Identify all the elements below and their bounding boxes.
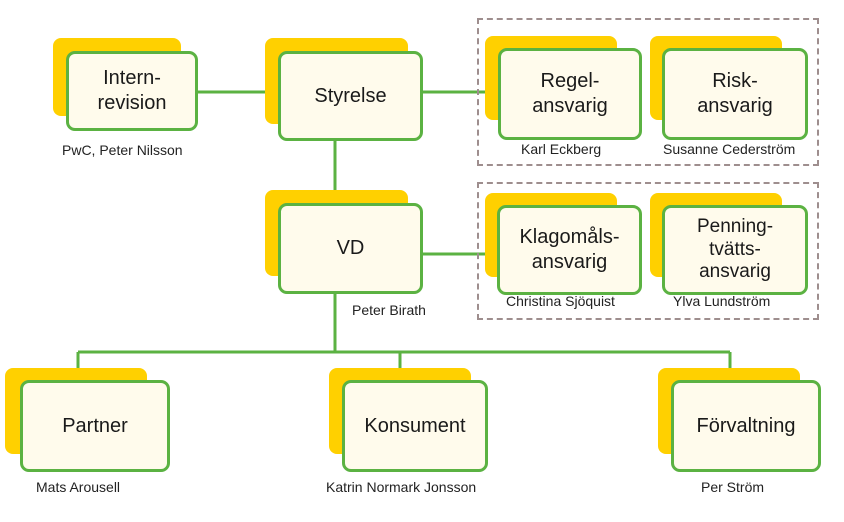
node-klagomalsansvarig-person: Christina Sjöquist <box>506 293 615 309</box>
node-riskansvarig-label: Risk- ansvarig <box>697 70 773 117</box>
node-styrelse-label: Styrelse <box>314 84 387 107</box>
node-regelansvarig-person: Karl Eckberg <box>521 141 602 157</box>
node-internrevision-label: Intern- revision <box>97 67 167 114</box>
node-internrevision-person: PwC, Peter Nilsson <box>62 142 183 158</box>
node-vd-label: VD <box>336 237 365 259</box>
node-klagomalsansvarig-label: Klagomåls- ansvarig <box>519 226 620 273</box>
node-forvaltning-label: Förvaltning <box>696 414 796 437</box>
node-partner-person: Mats Arousell <box>36 479 121 495</box>
node-konsument-label: Konsument <box>364 414 466 437</box>
node-penningtvattsansvarig-label: Penning- tvätts- ansvarig <box>696 215 774 283</box>
styrelse-functions-group <box>477 18 819 166</box>
node-vd-person: Peter Birath <box>352 302 426 318</box>
node-konsument-person: Katrin Normark Jonsson <box>326 479 477 495</box>
node-forvaltning-person: Per Ström <box>701 479 765 495</box>
node-partner-label: Partner <box>62 414 128 437</box>
node-regelansvarig-label: Regel- ansvarig <box>532 70 608 117</box>
vd-functions-group <box>477 182 819 320</box>
node-riskansvarig-person: Susanne Cederström <box>663 141 796 157</box>
node-penningtvattsansvarig-person: Ylva Lundström <box>673 293 771 309</box>
